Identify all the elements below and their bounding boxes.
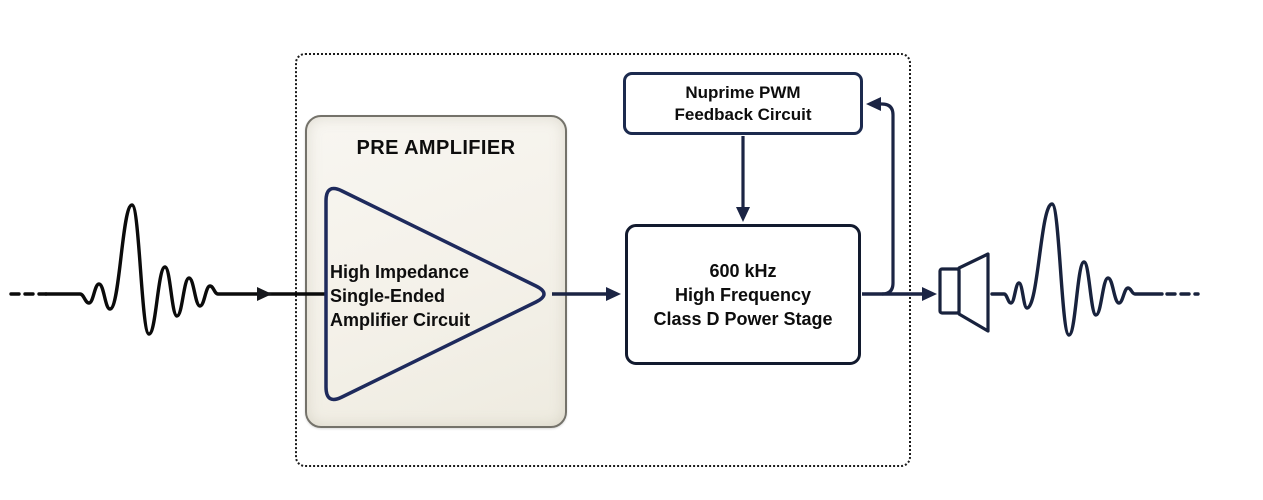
input-waveform-path [44, 203, 327, 336]
feedback-circuit-block: Nuprime PWM Feedback Circuit [623, 72, 863, 135]
preamp-label-line: Single-Ended [330, 286, 446, 306]
power-label-line: Class D Power Stage [653, 308, 833, 329]
feedback-return-line [872, 102, 895, 296]
amplifier-triangle-icon [324, 186, 546, 402]
preamp-block: PRE AMPLIFIER [305, 115, 567, 428]
feedback-label-line: Feedback Circuit [674, 104, 812, 124]
arrow-preamp-to-power [606, 287, 621, 301]
speaker-driver [938, 267, 961, 315]
arrow-feedback-return [866, 97, 881, 111]
power-label-line: High Frequency [674, 284, 812, 305]
preamp-label-line: Amplifier Circuit [330, 310, 471, 330]
power-label-line: 600 kHz [709, 260, 777, 281]
preamp-title: PRE AMPLIFIER [356, 137, 516, 159]
system-boundary [295, 53, 911, 467]
arrow-feedback-down [736, 207, 750, 222]
arrow-power-to-speaker [922, 287, 937, 301]
feedback-label-line: Nuprime PWM [685, 83, 801, 102]
speaker-horn [957, 252, 990, 333]
preamp-triangle-label: High Impedance Single-Ended Amplifier Ci… [330, 260, 470, 332]
power-stage-block: 600 kHz High Frequency Class D Power Sta… [625, 224, 861, 365]
output-signal-waveform [990, 202, 1200, 337]
output-waveform-path [990, 202, 1164, 337]
input-signal-waveform [9, 203, 327, 336]
speaker-icon [938, 252, 990, 333]
preamp-label-line: High Impedance [330, 262, 470, 282]
arrow-input [257, 287, 272, 301]
